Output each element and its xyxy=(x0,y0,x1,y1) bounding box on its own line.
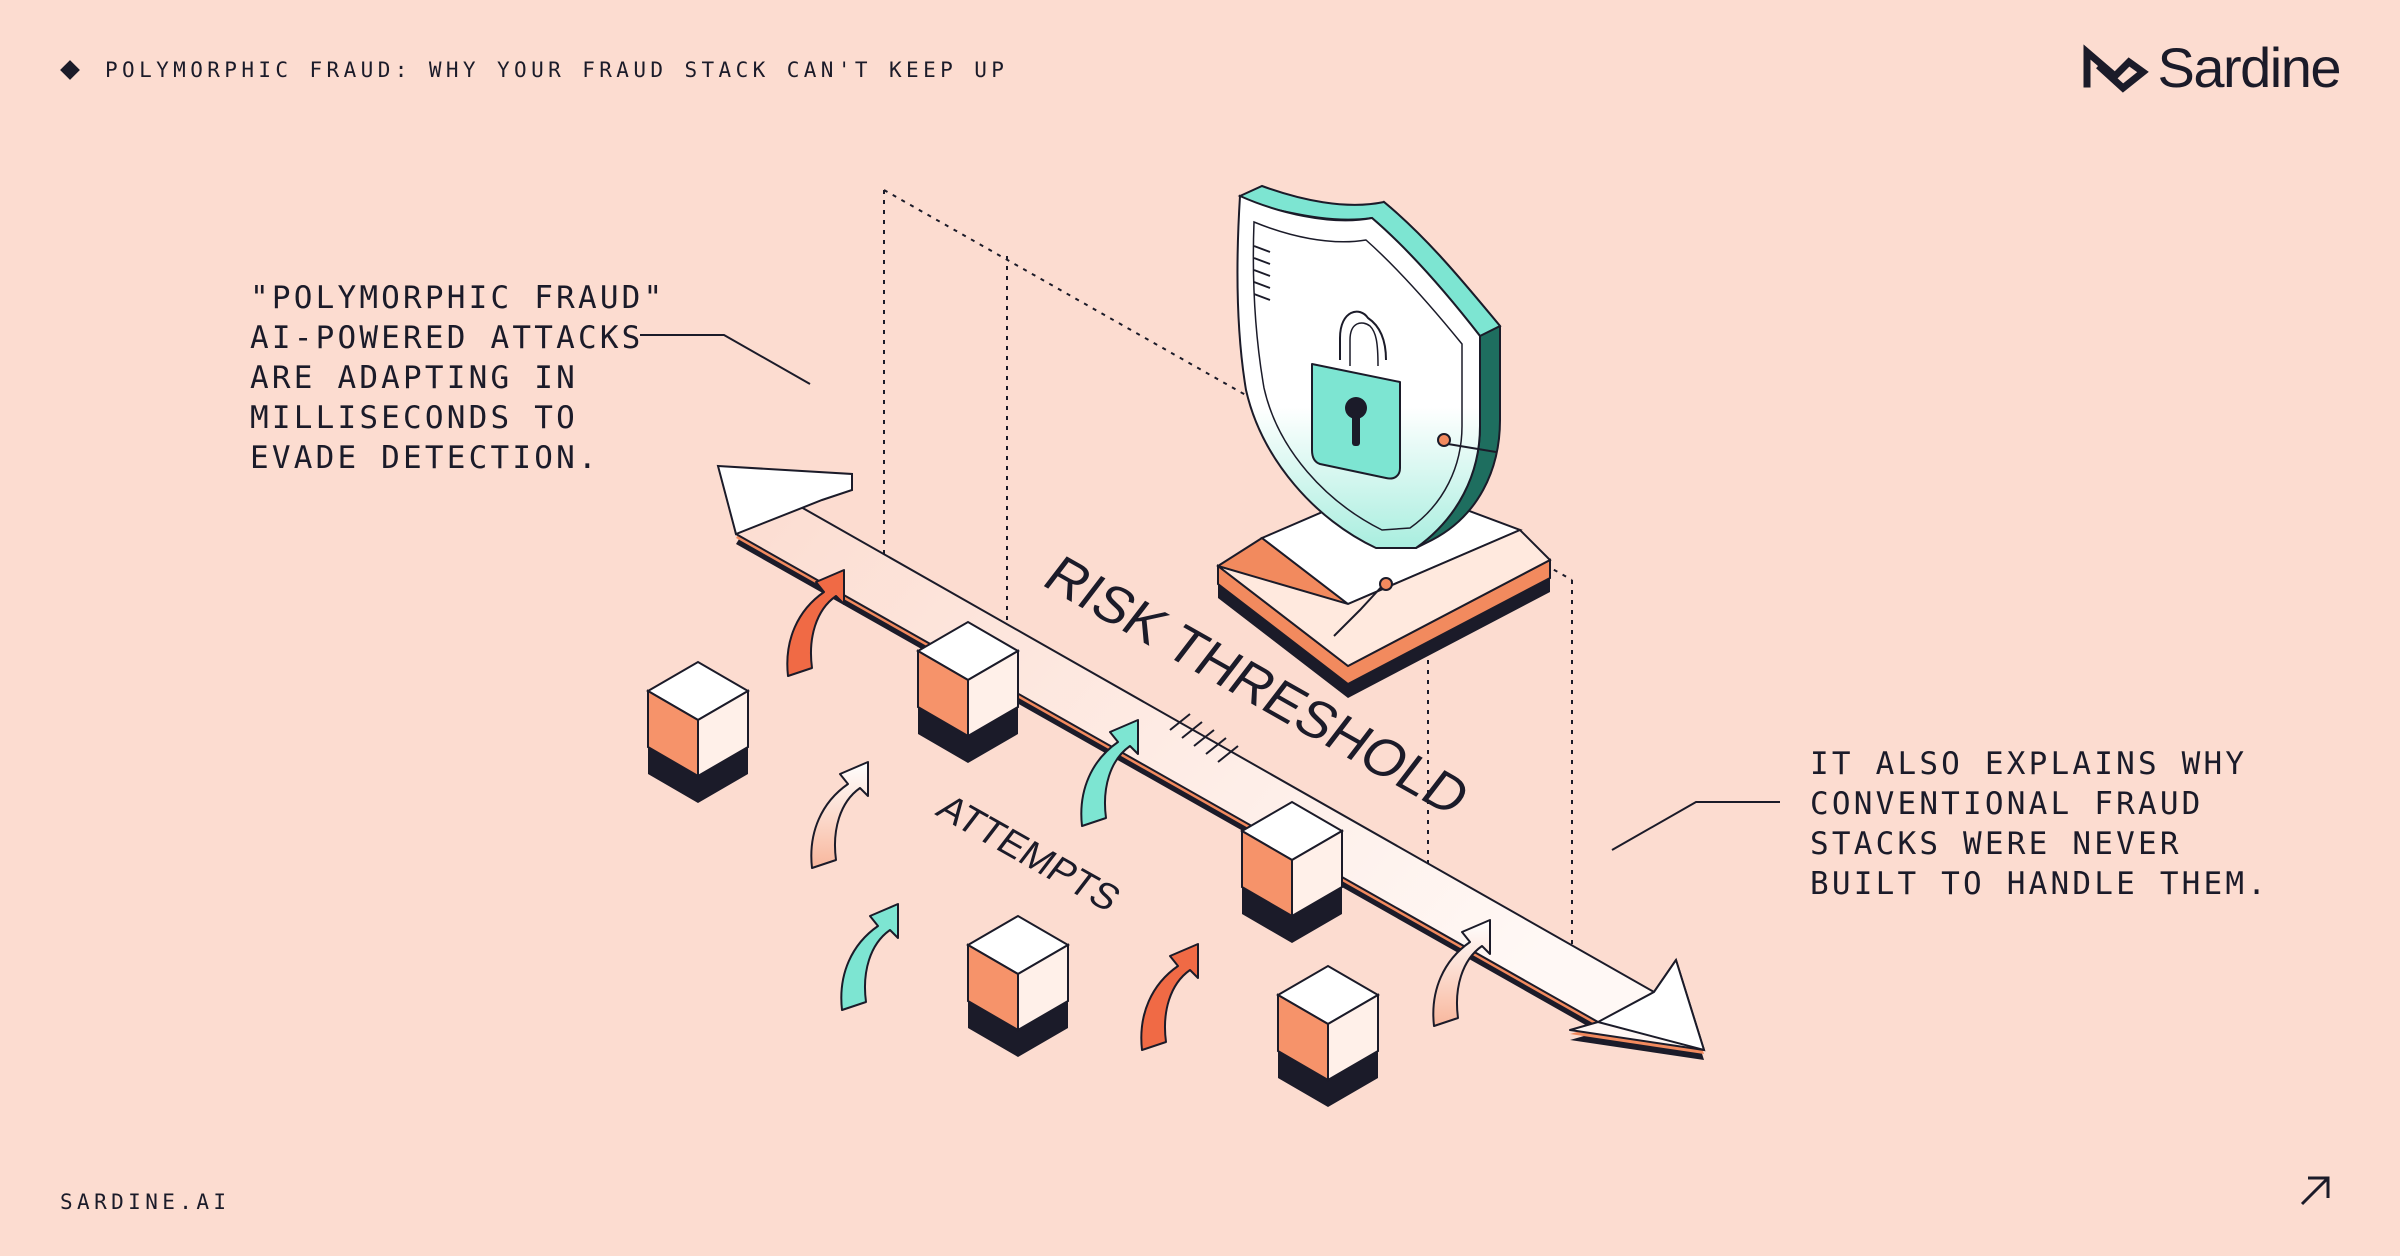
attempt-cube xyxy=(1240,800,1344,943)
attempt-cube xyxy=(1276,964,1380,1107)
brand-name: Sardine xyxy=(2157,36,2341,99)
page-title: POLYMORPHIC FRAUD: WHY YOUR FRAUD STACK … xyxy=(105,58,1009,82)
attempt-arrow xyxy=(786,569,845,677)
callout-conventional-stacks: IT ALSO EXPLAINS WHY CONVENTIONAL FRAUD … xyxy=(1810,744,2269,904)
attempt-cube xyxy=(646,660,750,803)
guide-lines xyxy=(883,189,1573,952)
callout-line: MILLISECONDS TO xyxy=(250,400,578,436)
sardine-logo-icon xyxy=(2083,44,2150,93)
brand-logo[interactable]: Sardine xyxy=(2083,36,2341,99)
shield-lock-icon xyxy=(1236,184,1502,549)
arrowhead-left xyxy=(716,464,853,536)
header: POLYMORPHIC FRAUD: WHY YOUR FRAUD STACK … xyxy=(60,58,1008,82)
callout-line: BUILT TO HANDLE THEM. xyxy=(1810,866,2270,902)
attempt-arrow xyxy=(1080,719,1139,827)
attempt-arrow xyxy=(1432,919,1491,1027)
callout-line: CONVENTIONAL FRAUD xyxy=(1810,786,2204,822)
attempt-arrow xyxy=(840,903,899,1011)
attempt-cube xyxy=(916,620,1020,763)
threshold-band xyxy=(721,467,1705,1051)
attempt-cube xyxy=(966,914,1070,1057)
callout-line: ARE ADAPTING IN xyxy=(250,360,578,396)
footer-site-link[interactable]: SARDINE.AI xyxy=(60,1190,231,1214)
attempt-arrow xyxy=(1140,943,1199,1051)
callout-line: IT ALSO EXPLAINS WHY xyxy=(1810,746,2248,782)
arrow-up-right-icon[interactable] xyxy=(2296,1170,2336,1210)
callout-line: "POLYMORPHIC FRAUD" xyxy=(250,280,666,316)
callout-left-leader xyxy=(640,334,811,385)
attempt-arrow xyxy=(810,761,869,869)
callout-line: STACKS WERE NEVER xyxy=(1810,826,2182,862)
callout-line: AI-POWERED ATTACKS xyxy=(250,320,644,356)
callout-polymorphic-fraud: "POLYMORPHIC FRAUD" AI-POWERED ATTACKS A… xyxy=(250,278,665,478)
arrowhead-right xyxy=(1595,957,1706,1052)
callout-right-leader xyxy=(1611,801,1780,851)
callout-line: EVADE DETECTION. xyxy=(250,440,600,476)
